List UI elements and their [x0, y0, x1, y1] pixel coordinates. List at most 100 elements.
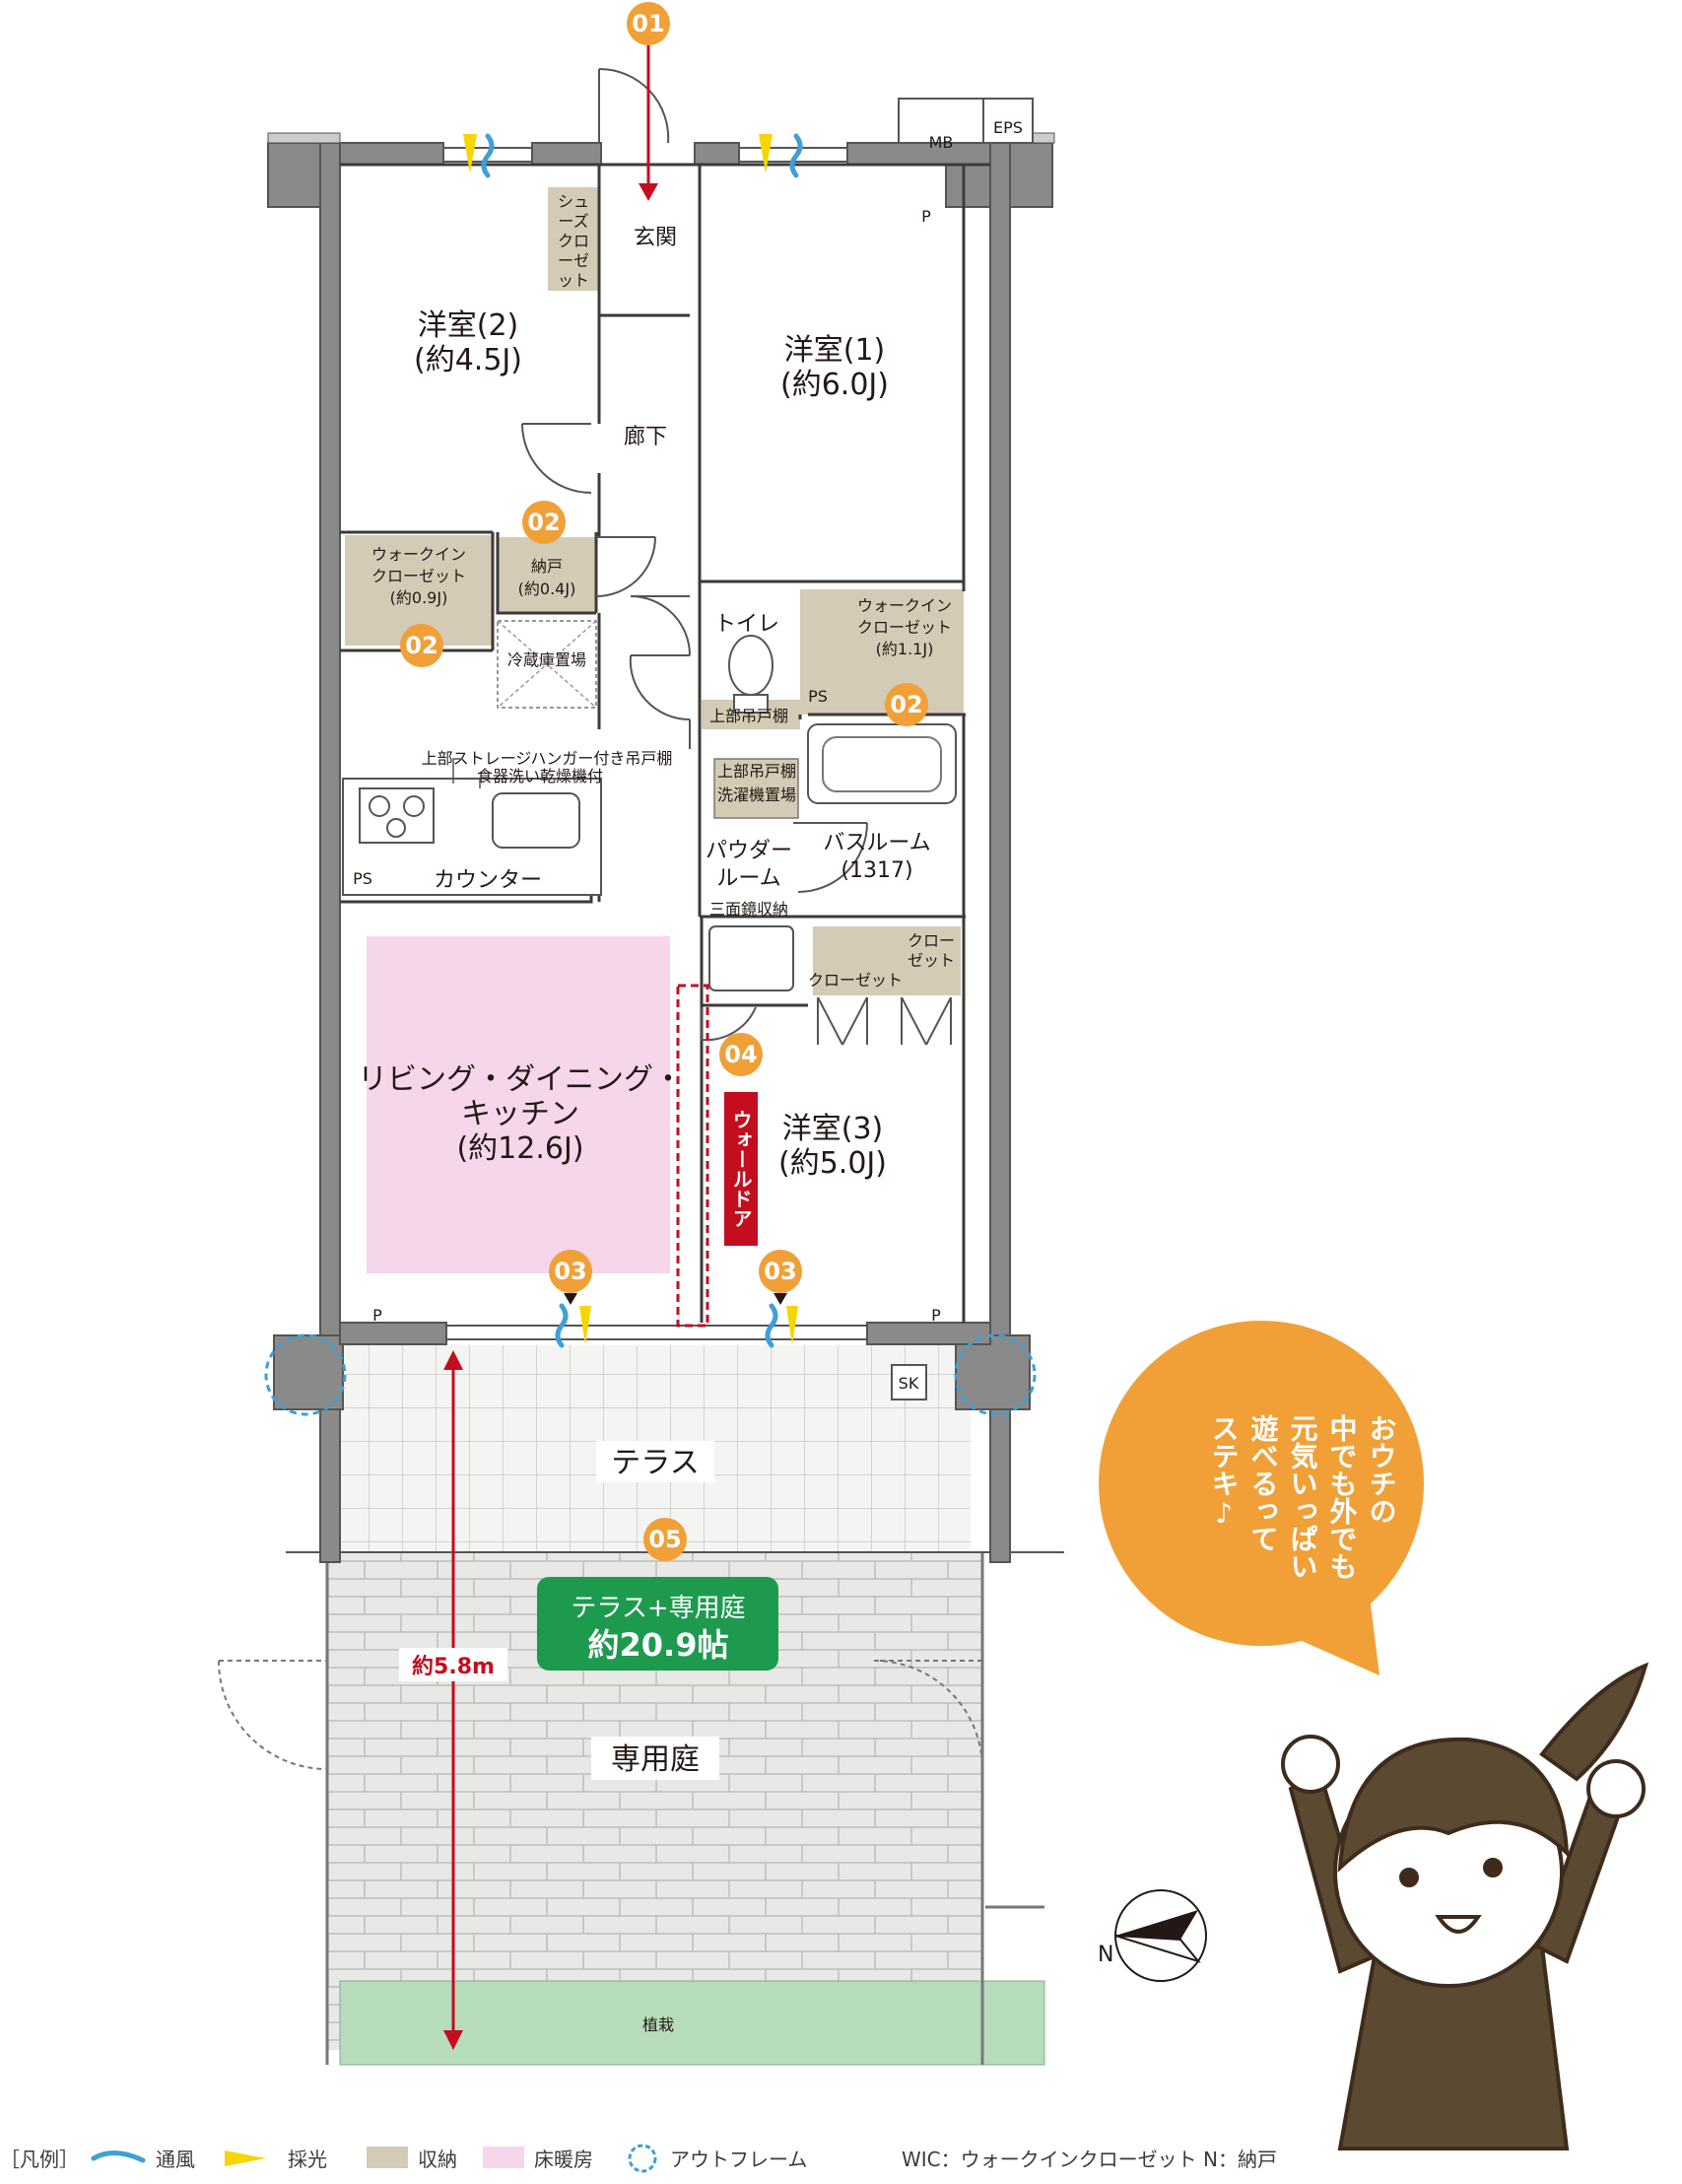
legend-floor-heating-swatch: [483, 2147, 524, 2168]
doors: [521, 67, 952, 1046]
legend-outframe: アウトフレーム: [670, 2148, 807, 2171]
nando-name: 納戸: [531, 557, 563, 576]
badge-02-wic-right: 02: [885, 683, 928, 726]
character-illustration: [1281, 1662, 1649, 2150]
powder-line2: ルーム: [716, 866, 780, 891]
planting-label: 植栽: [642, 2015, 674, 2034]
hallway-label: 廊下: [624, 425, 667, 449]
wic-left-line2: クローゼット: [371, 567, 466, 585]
badge-03-living: 03: [549, 1250, 592, 1293]
wall-door-label-box: [724, 1092, 758, 1246]
sk-box: [891, 1364, 927, 1400]
badges: 01 02 02 02 03 03 04 05: [400, 2, 928, 1561]
legend-title: ［凡例］: [0, 2148, 79, 2171]
badge-01: 01: [627, 2, 670, 45]
toilet-bowl: [728, 635, 774, 696]
fridge-space: [497, 620, 597, 709]
wic-right-fill: [800, 589, 964, 715]
ldk-size: (約12.6J): [456, 1131, 583, 1166]
balcony-wall-left: [267, 132, 341, 144]
svg-text:04: 04: [724, 1041, 757, 1068]
legend: ［凡例］ 通風 採光 収納 床暖房 アウトフレーム WIC：ウォークインクローゼ…: [0, 2144, 1277, 2173]
area-badge: [537, 1577, 778, 1671]
wic-left-size: (約0.9J): [390, 588, 448, 607]
closet-label: クローゼット: [808, 971, 903, 990]
legend-storage-swatch: [367, 2147, 408, 2168]
western3-name: 洋室(3): [782, 1112, 884, 1146]
western2-name: 洋室(2): [418, 308, 519, 343]
view-marker-2: [774, 1293, 787, 1305]
bath-name: バスルーム: [823, 831, 930, 855]
counter-label: カウンター: [434, 868, 542, 893]
dimension-label-box: [399, 1648, 507, 1681]
upper-cabinet-fill-2: [714, 759, 798, 818]
area-value: 約20.9帖: [588, 1626, 729, 1664]
garden-label: 専用庭: [611, 1742, 700, 1777]
garden-fence: [325, 1552, 1044, 2065]
badge-04: 04: [719, 1033, 763, 1076]
walls: [267, 142, 1053, 1563]
legend-wind: 通風: [156, 2148, 195, 2171]
terrace-label: テラス: [611, 1446, 699, 1480]
garden-gate-right: [873, 1660, 983, 1770]
ps-label-kitchen: PS: [353, 869, 372, 888]
shoe-closet-char-5: ット: [558, 271, 589, 290]
nando-fill: [498, 537, 596, 613]
terrace-label-box: [596, 1441, 714, 1482]
legend-light-icon: [225, 2150, 266, 2166]
wic-left-line1: ウォークイン: [371, 545, 466, 564]
legend-floor-heating: 床暖房: [534, 2148, 593, 2171]
wic-right-size: (約1.1J): [876, 640, 934, 658]
wind-icons: [481, 133, 803, 1348]
badge-02-nando: 02: [522, 501, 566, 544]
speech-bubble: おウチの 中でも外でも 元気いっぱい 遊べるって ステキ♪: [1099, 1321, 1424, 1675]
wic-right-line1: ウォークイン: [857, 596, 952, 615]
legend-light: 採光: [288, 2148, 327, 2171]
closet-small-line1: クロー: [908, 931, 955, 950]
upper-cabinet-label-2: 上部吊戸棚: [717, 762, 796, 781]
light-icons: [463, 134, 798, 1345]
garden-label-box: [591, 1737, 719, 1780]
badge-05: 05: [643, 1518, 687, 1561]
wall-door-outline: [676, 984, 709, 1328]
svg-text:02: 02: [405, 632, 437, 659]
mb-box: [898, 98, 984, 144]
sk-label: SK: [899, 1374, 919, 1393]
shoe-closet-char-1: シュ: [558, 192, 589, 211]
svg-text:03: 03: [764, 1258, 796, 1285]
legend-wind-icon: [91, 2150, 146, 2163]
western3-size: (約5.0J): [778, 1146, 887, 1181]
washbasin: [708, 925, 794, 991]
bathtub-inner: [822, 736, 942, 792]
entrance-arrow-head: [639, 183, 658, 201]
floor-heating-area: [367, 936, 670, 1273]
svg-text:02: 02: [890, 691, 922, 718]
svg-text:01: 01: [632, 10, 664, 37]
fridge-label: 冷蔵庫置場: [507, 650, 586, 669]
svg-text:遊べるって: 遊べるって: [1247, 1413, 1280, 1552]
outframe-marker-left: [264, 1333, 347, 1416]
eps-box: [982, 98, 1034, 144]
p-label-2: P: [372, 1306, 382, 1325]
entrance-label: 玄関: [634, 226, 677, 250]
nando-size: (約0.4J): [518, 580, 576, 598]
burner-2: [403, 795, 425, 817]
western1-name: 洋室(1): [784, 333, 886, 368]
closet-small-line2: ゼット: [908, 951, 955, 970]
p-label-1: P: [921, 207, 931, 226]
upper-cabinet-label-1: 上部吊戸棚: [709, 707, 788, 725]
mb-label: MB: [929, 133, 954, 152]
p-label-3: P: [931, 1306, 941, 1325]
shoe-closet-char-2: ーズ: [558, 212, 588, 231]
badge-02-wic-left: 02: [400, 624, 443, 667]
wic-right-line2: クローゼット: [857, 618, 952, 637]
washer-space: [713, 758, 799, 819]
burner-3: [386, 818, 406, 838]
ps-label-bath: PS: [808, 687, 828, 706]
wall-door-label: ウォールドア: [729, 1110, 753, 1228]
svg-text:おウチの: おウチの: [1366, 1414, 1398, 1525]
svg-text:03: 03: [554, 1258, 586, 1285]
garden-gate-left: [218, 1660, 328, 1770]
eps-label: EPS: [993, 118, 1023, 137]
svg-text:02: 02: [527, 509, 560, 536]
